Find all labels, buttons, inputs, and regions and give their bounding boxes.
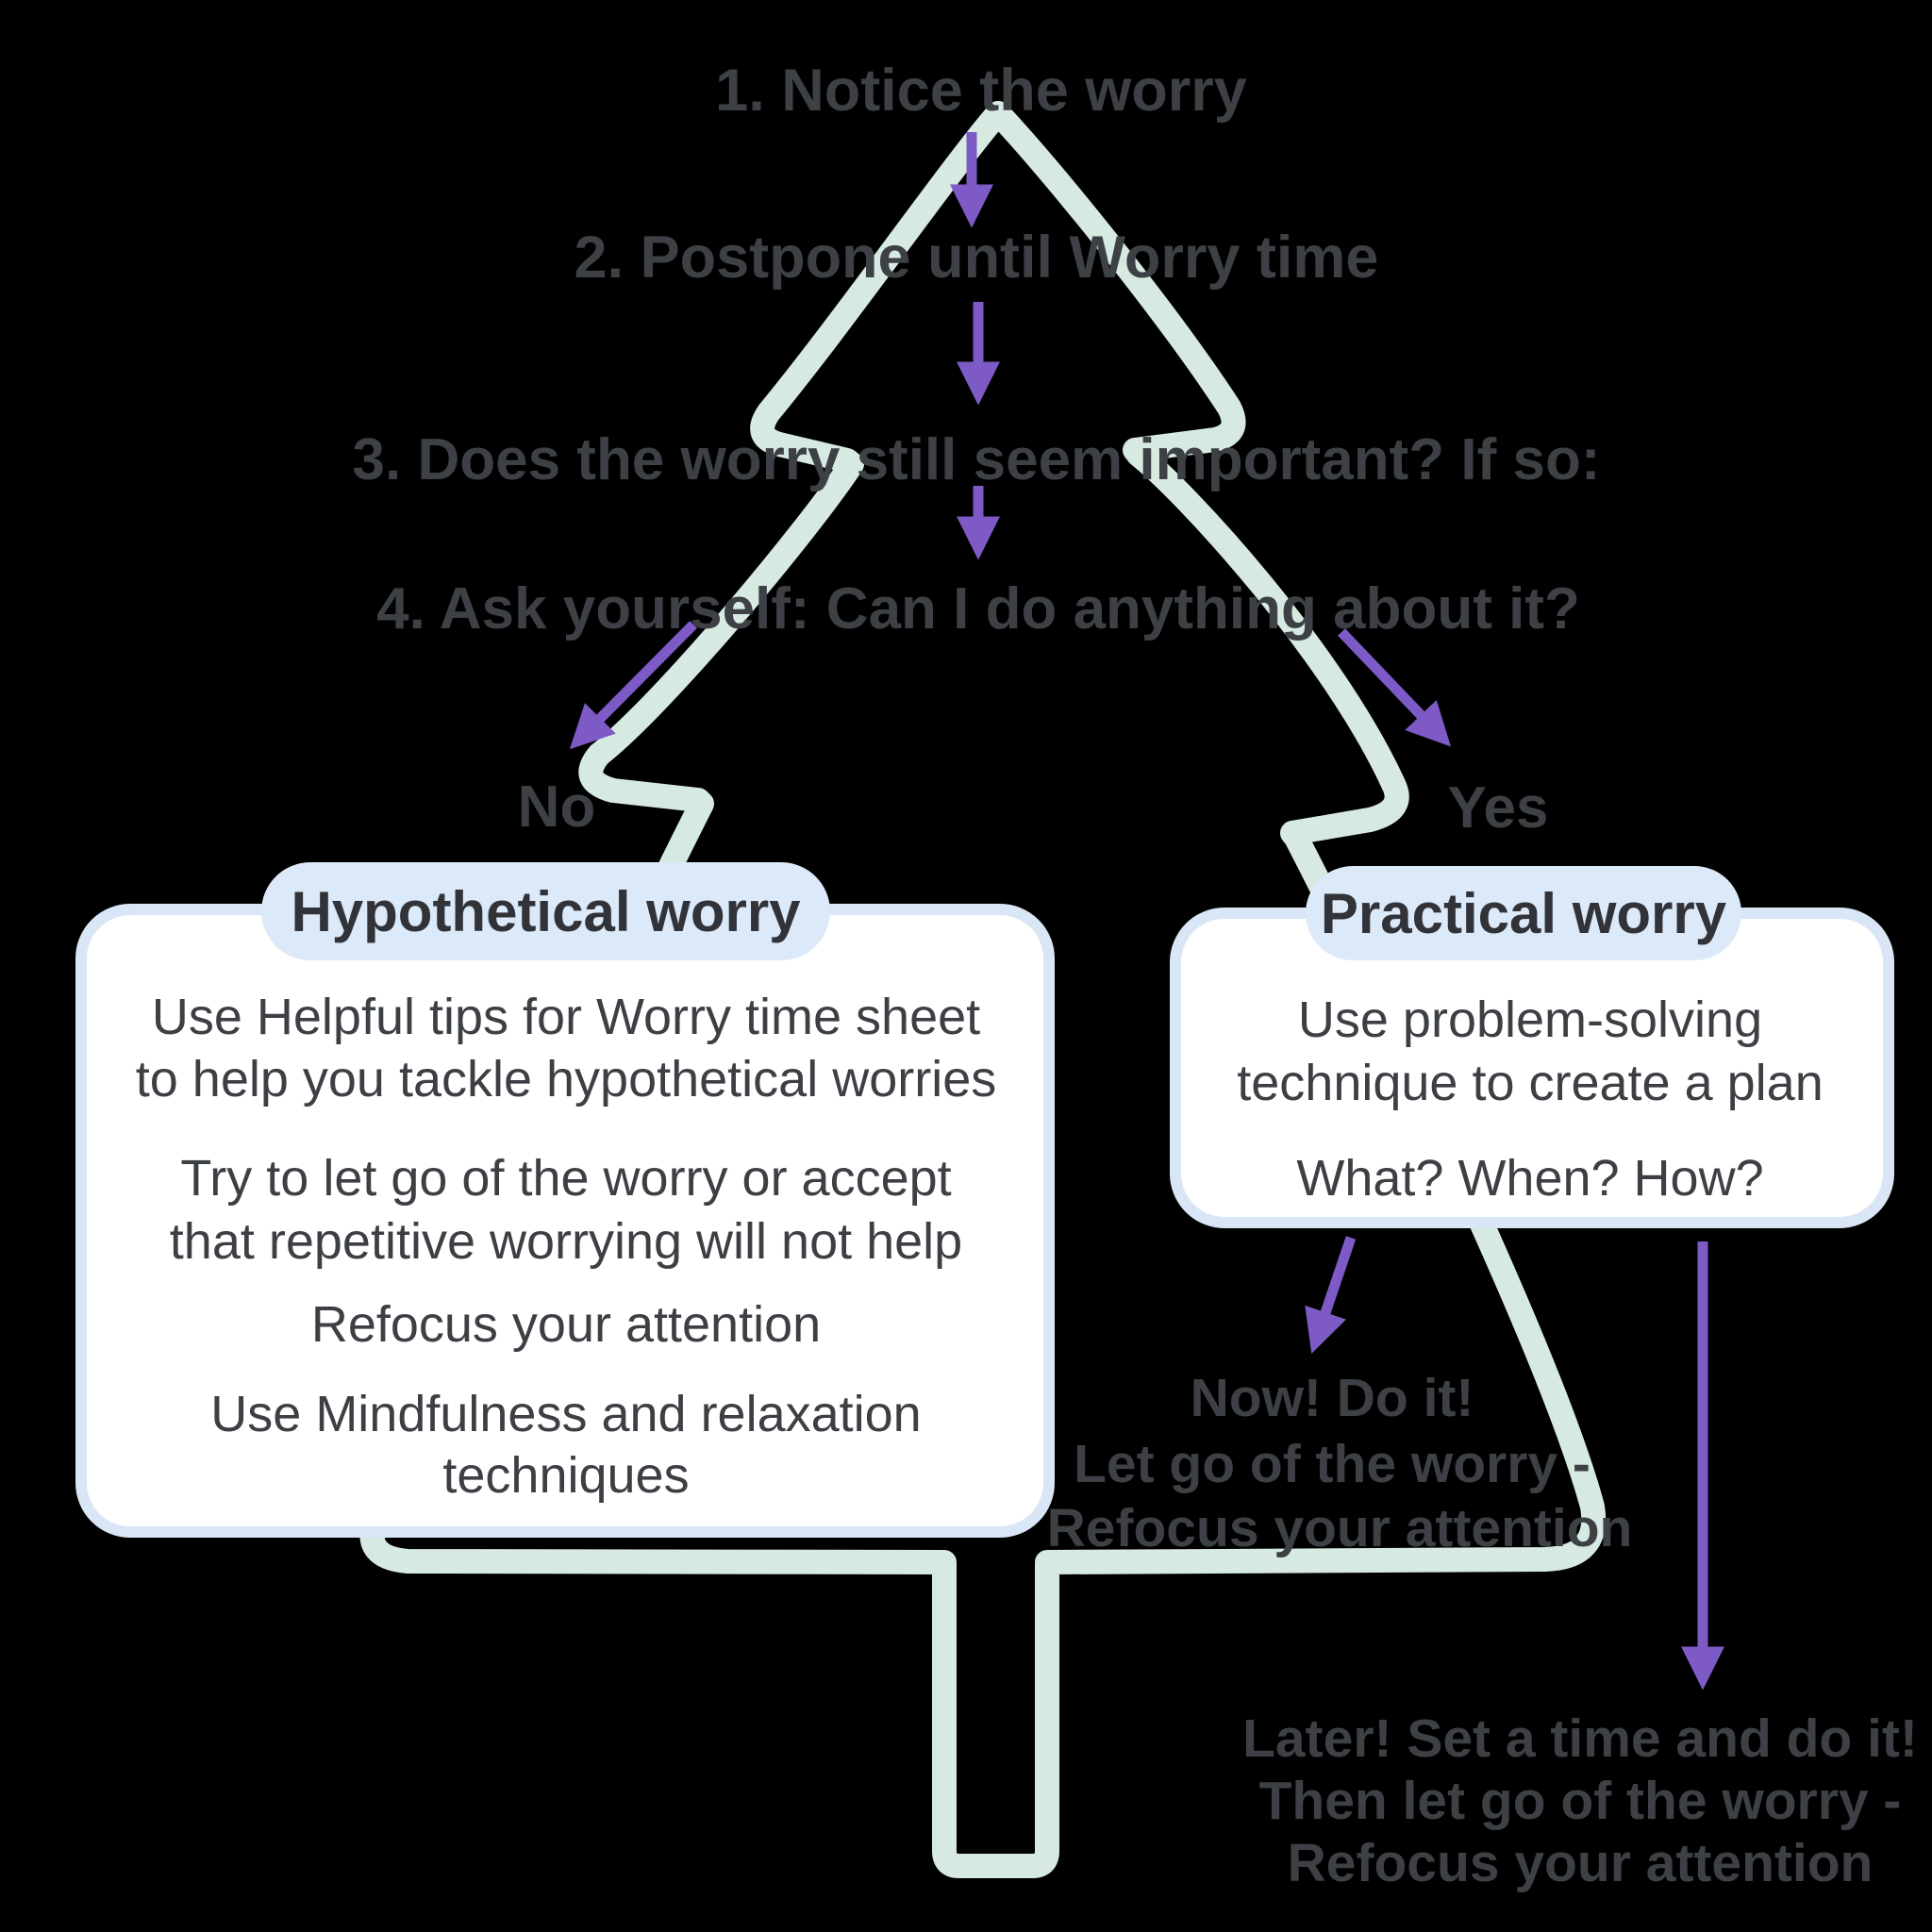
practical-line-2: technique to create a plan (1237, 1055, 1824, 1111)
hypothetical-line-5: Refocus your attention (310, 1296, 822, 1353)
practical-line-1: Use problem-solving (1297, 991, 1763, 1048)
practical-line-3: What? When? How? (1296, 1150, 1764, 1207)
yes-branch-label: Yes (1447, 775, 1549, 841)
hypothetical-worry-title: Hypothetical worry (291, 879, 801, 943)
hypothetical-line-2: to help you tackle hypothetical worries (135, 1051, 997, 1108)
now-line-1: Now! Do it! (1190, 1368, 1474, 1428)
hypothetical-line-1: Use Helpful tips for Worry time sheet (151, 989, 981, 1045)
later-line-1: Later! Set a time and do it! (1242, 1708, 1918, 1769)
pine-tree-outline (359, 101, 1607, 1878)
hypothetical-line-6: Use Mindfulness and relaxation (210, 1386, 922, 1442)
practical-worry-header: Practical worry (1306, 866, 1741, 960)
now-line-2: Let go of the worry - (1074, 1434, 1591, 1494)
step-1-label: 1. Notice the worry (715, 58, 1247, 124)
arrow-practical-to-now (1305, 1236, 1357, 1354)
step-2-label: 2. Postpone until Worry time (574, 225, 1379, 291)
hypothetical-worry-header: Hypothetical worry (261, 862, 830, 960)
later-line-3: Refocus your attention (1287, 1833, 1874, 1893)
arrow-to-yes-branch (1338, 628, 1451, 747)
hypothetical-line-7: techniques (442, 1447, 690, 1504)
no-branch-label: No (517, 774, 596, 840)
step-3-label: 3. Does the worry still seem important? … (352, 427, 1601, 492)
hypothetical-line-4: that repetitive worrying will not help (169, 1213, 963, 1270)
hypothetical-line-3: Try to let go of the worry or accept (180, 1150, 952, 1207)
practical-worry-title: Practical worry (1320, 881, 1727, 945)
step-4-label: 4. Ask yourself: Can I do anything about… (376, 576, 1580, 641)
now-line-3: Refocus your attention (1046, 1498, 1633, 1558)
arrow-to-no-branch (569, 621, 697, 750)
later-line-2: Then let go of the worry - (1258, 1771, 1902, 1831)
